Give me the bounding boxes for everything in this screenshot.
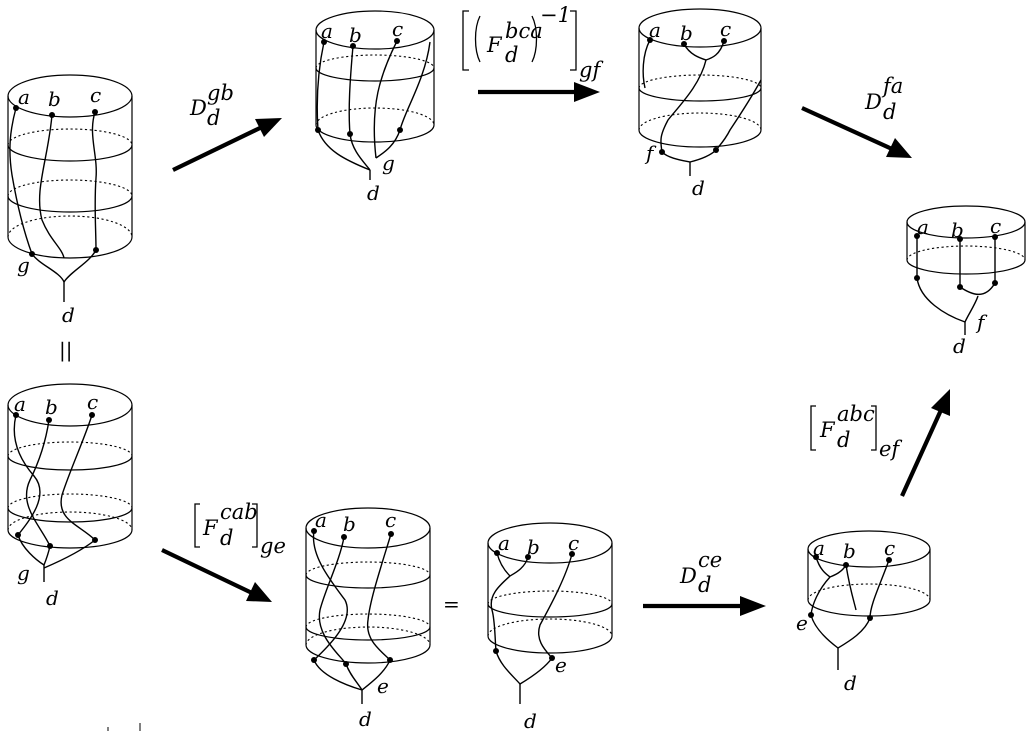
label-b: b [343, 512, 356, 536]
label-g: g [382, 151, 395, 175]
arrow-right-up [900, 389, 950, 497]
label-c: c [568, 531, 579, 555]
label-b: b [45, 395, 58, 419]
label-d: d [359, 707, 372, 731]
label-c: c [90, 83, 101, 107]
label-a: a [917, 215, 929, 239]
svg-text:fa: fa [881, 74, 903, 98]
cylinder-top-3: a b c f d [638, 8, 762, 200]
label-d: d [692, 176, 705, 200]
svg-text:gf: gf [579, 58, 603, 82]
cylinder-bottom-left: a b c g d [7, 383, 133, 610]
label-g: g [17, 253, 30, 277]
svg-text:d: d [698, 573, 711, 597]
label-d: d [953, 334, 966, 358]
label-c: c [720, 17, 731, 41]
arrow-bottom-mid [643, 596, 766, 616]
label-b: b [680, 21, 693, 45]
label-d: d [46, 586, 59, 610]
svg-text:ge: ge [260, 534, 286, 558]
svg-text:d: d [837, 428, 850, 452]
label-c: c [884, 536, 895, 560]
svg-text:F: F [486, 33, 503, 57]
svg-text:ef: ef [879, 437, 902, 461]
svg-text:ce: ce [698, 548, 722, 572]
cylinder-bottom-2: a b c e d [305, 507, 431, 731]
cylinder-top-left: a b c g d [7, 74, 133, 327]
label-c: c [990, 214, 1001, 238]
label-f: f [644, 141, 657, 165]
svg-text:d: d [207, 106, 220, 130]
label-e: e [796, 611, 808, 635]
arrow-top-mid [478, 82, 600, 102]
label-f: f [975, 310, 988, 334]
label-b: b [48, 87, 61, 111]
svg-text:cab: cab [220, 500, 258, 524]
label-a: a [321, 19, 333, 43]
label-top-mid-operator: F bca d −1 gf [462, 3, 603, 82]
label-b: b [349, 23, 362, 47]
cylinder-bottom-3: a b c e d [487, 522, 613, 731]
label-d: d [844, 671, 857, 695]
label-bottom-left-operator: F cab d ge [194, 500, 286, 558]
cylinder-top-2: a b c g d [315, 10, 435, 205]
svg-text:d: d [220, 526, 233, 550]
svg-text:D: D [864, 90, 882, 114]
label-a: a [813, 536, 825, 560]
label-c: c [87, 390, 98, 414]
equals-sign: = [443, 592, 460, 616]
svg-text:abc: abc [837, 402, 875, 426]
label-bottom-mid-operator: D ce d [679, 548, 722, 597]
arrow-top-right [801, 106, 912, 158]
label-e: e [555, 653, 567, 677]
stray-marks [107, 723, 141, 731]
label-right-up-operator: F abc d ef [810, 402, 902, 461]
label-d: d [524, 709, 537, 731]
svg-text:D: D [679, 564, 697, 588]
svg-text:d: d [883, 100, 896, 124]
svg-text:d: d [505, 43, 518, 67]
svg-text:D: D [189, 96, 207, 120]
arrow-top-left [172, 118, 282, 172]
label-b: b [527, 535, 540, 559]
label-c: c [385, 508, 396, 532]
label-g: g [17, 561, 30, 585]
label-a: a [14, 392, 26, 416]
svg-text:F: F [819, 418, 836, 442]
label-a: a [498, 531, 510, 555]
arrow-bottom-left [161, 548, 272, 602]
label-c: c [392, 17, 403, 41]
label-d: d [62, 303, 75, 327]
svg-text:gb: gb [207, 81, 234, 105]
cylinder-right: a b c f d [906, 205, 1026, 358]
label-a: a [18, 85, 30, 109]
cylinder-bottom-4: a b c e d [796, 530, 931, 695]
svg-text:−1: −1 [540, 3, 571, 27]
label-b: b [843, 539, 856, 563]
svg-text:F: F [202, 516, 219, 540]
label-a: a [649, 18, 661, 42]
equals-vertical: || [59, 338, 72, 363]
label-top-left-operator: D gb d [189, 81, 234, 130]
label-b: b [951, 218, 964, 242]
label-e: e [377, 674, 389, 698]
label-top-right-operator: D fa d [864, 74, 903, 124]
label-a: a [315, 508, 327, 532]
label-d: d [367, 181, 380, 205]
